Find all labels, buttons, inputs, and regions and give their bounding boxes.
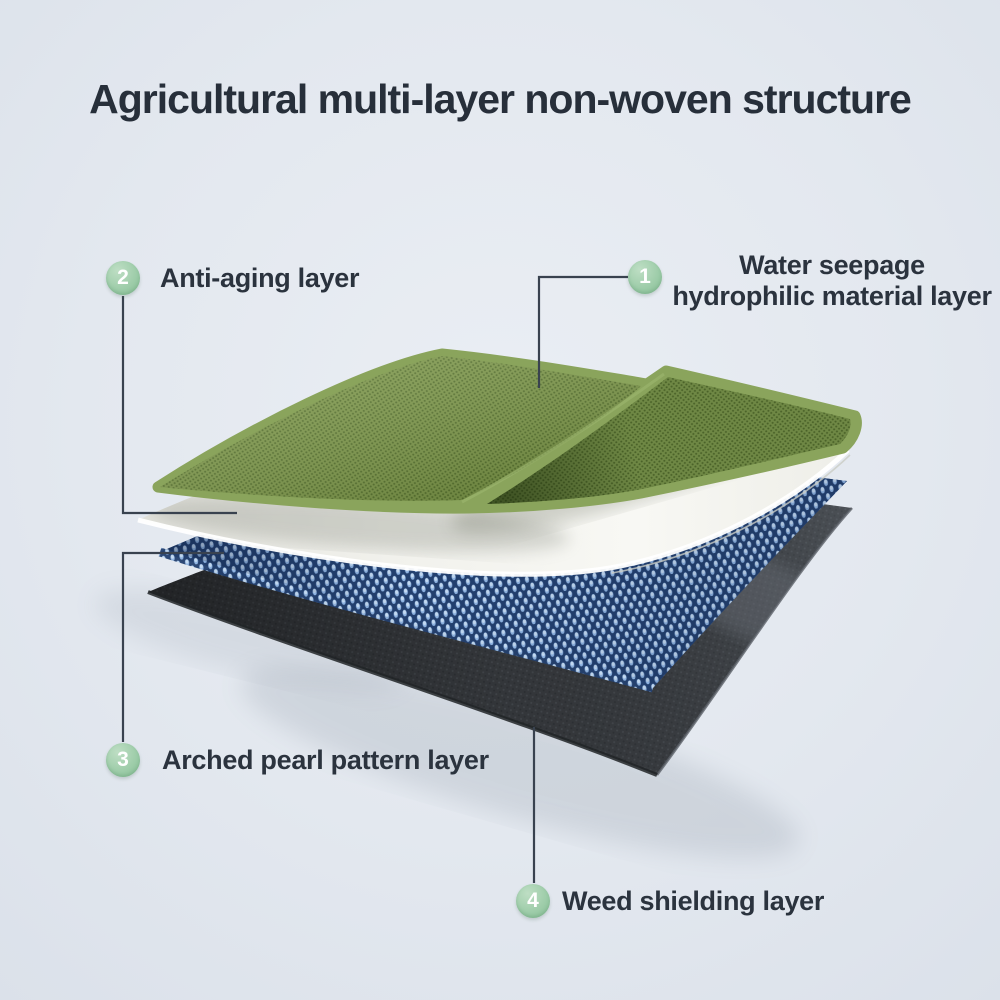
callout-badge-3: 3 [106,743,140,777]
callout-label-anti-aging: Anti-aging layer [160,263,360,293]
callout-number-1: 1 [639,265,651,288]
callout-connectors [121,275,628,883]
callout-label-line-2: hydrophilic material layer [672,281,992,311]
callout-number-2: 2 [117,266,129,289]
callout-number-4: 4 [527,889,539,912]
callout-line-1 [537,275,628,388]
callout-badge-2: 2 [106,261,140,295]
callout-label-arched-pearl: Arched pearl pattern layer [162,745,489,775]
callout-line-3 [121,551,224,742]
page-title: Agricultural multi-layer non-woven struc… [89,76,912,122]
callout-number-3: 3 [117,748,129,771]
callout-label-line-1: Water seepage [739,250,925,280]
callout-label-weed-shielding: Weed shielding layer [562,886,825,916]
callout-badge-4: 4 [516,884,550,918]
water-seepage-hydrophilic-layer-graphic [152,348,862,514]
callout-label-water-seepage: Water seepage hydrophilic material layer [667,250,997,312]
callout-line-2 [121,296,237,515]
ground-shadow [94,589,800,858]
callout-badge-1: 1 [628,260,662,294]
